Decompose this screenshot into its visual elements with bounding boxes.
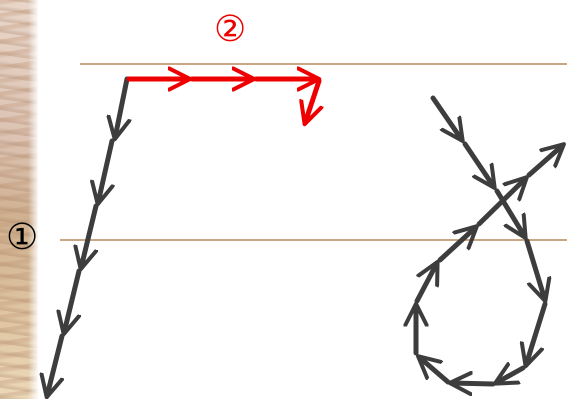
step-two-label: ② <box>214 9 247 50</box>
loop-stroke-arrow <box>526 145 563 178</box>
loop-stroke-arrow <box>524 238 545 300</box>
loop-stroke-arrow <box>476 178 526 227</box>
loop-stroke-arrow <box>462 141 494 187</box>
loop-stroke-arrow <box>437 227 476 263</box>
loop-stroke-arrow <box>430 95 462 140</box>
stroke-one-arrow <box>47 333 65 396</box>
step-one-label: ① <box>6 217 39 258</box>
loop-stroke-arrow <box>494 188 525 237</box>
stroke-two-arrow <box>305 78 319 123</box>
stroke-two-arrows <box>126 78 319 123</box>
stroke-one-arrows <box>47 76 127 396</box>
loop-stroke-arrows <box>414 95 563 385</box>
stroke-one-arrow <box>98 138 112 203</box>
loop-stroke-arrow <box>451 383 496 384</box>
stroke-one-arrow <box>115 76 127 138</box>
stroke-one-arrow <box>64 268 82 333</box>
loop-stroke-arrow <box>496 368 526 383</box>
loop-stroke-arrow <box>526 301 548 365</box>
loop-stroke-arrow <box>414 263 437 304</box>
stroke-one-arrow <box>81 203 99 268</box>
textured-paper-edge <box>0 0 38 399</box>
loop-stroke-arrow <box>419 357 451 385</box>
